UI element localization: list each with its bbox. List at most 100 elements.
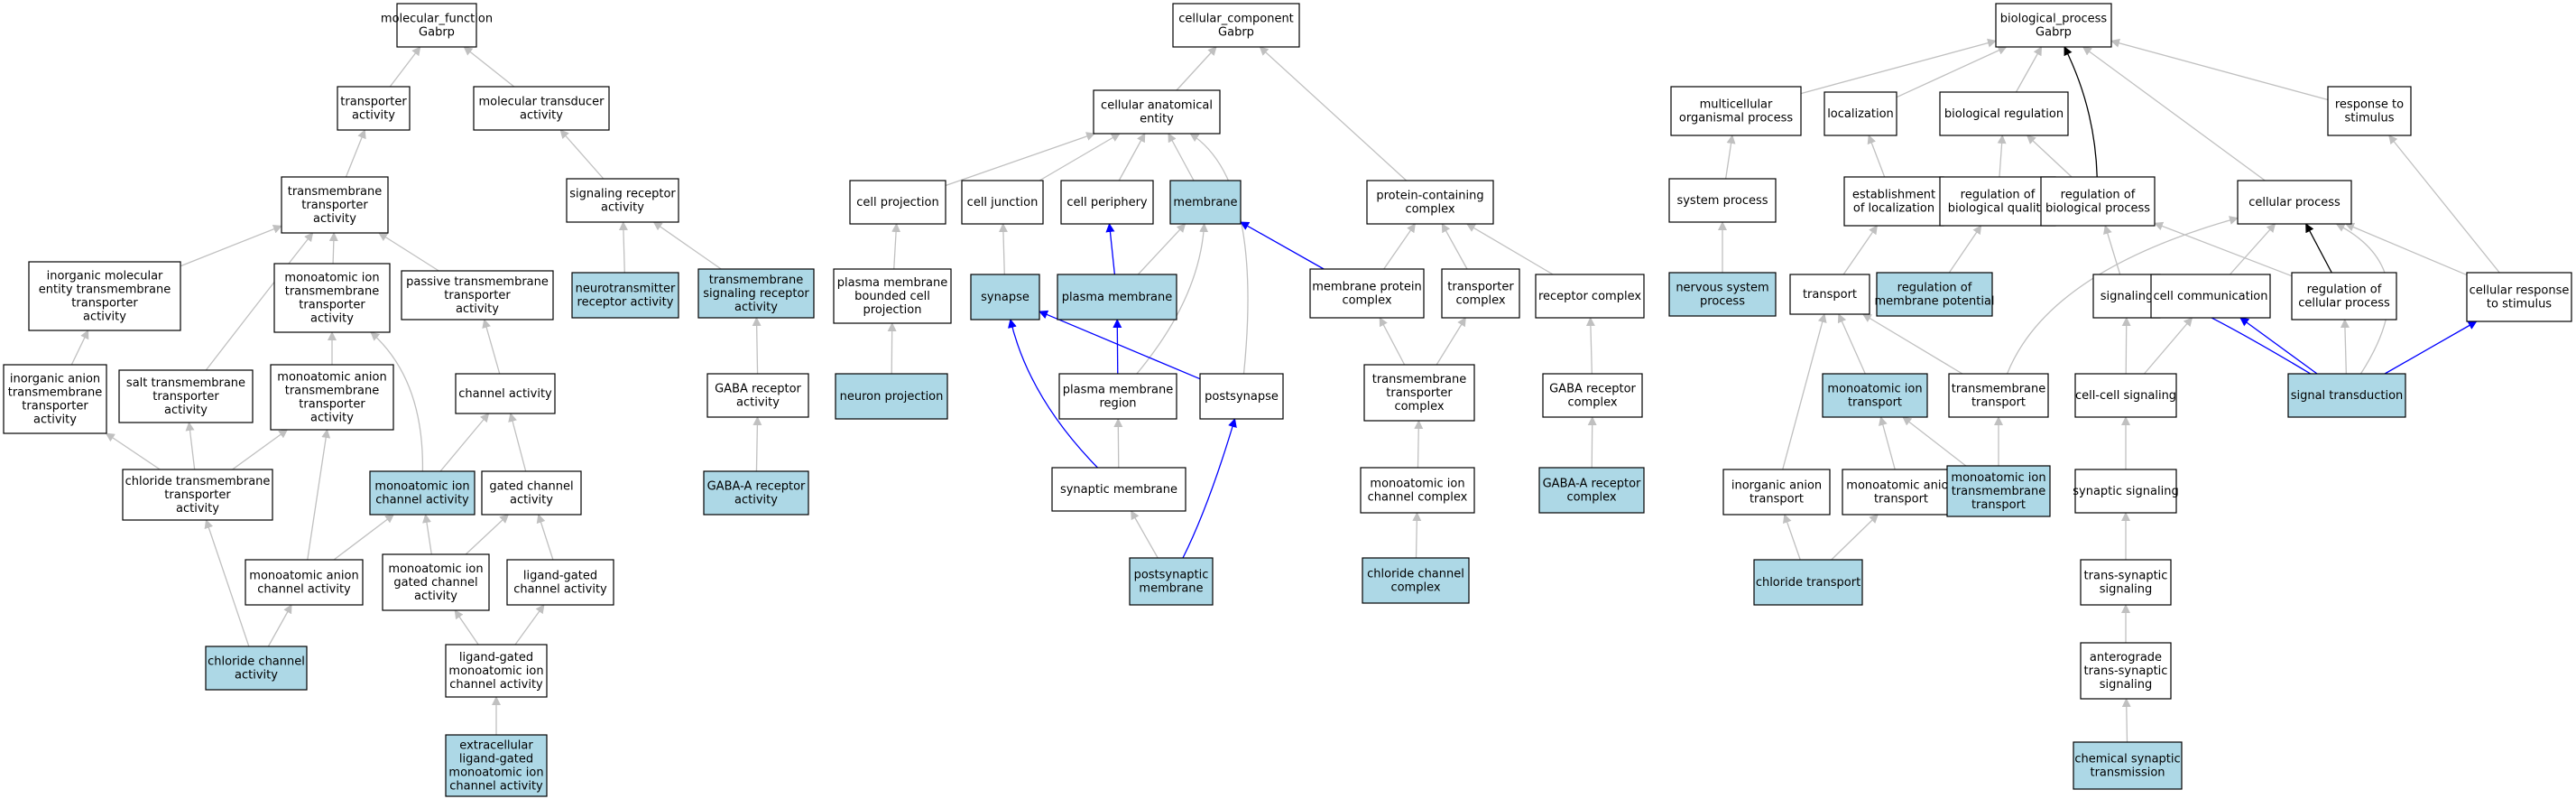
node-label-cc_root: Gabrp (1218, 26, 1254, 40)
edge-transporter_activity-to-mf_root (389, 46, 421, 88)
node-plasma_membrane[interactable]: plasma membrane (1057, 274, 1177, 321)
node-signal_trans[interactable]: signal transduction (2287, 373, 2406, 418)
node-label-monoanion_channel: channel activity (257, 583, 351, 597)
node-signaling[interactable]: signaling (2092, 274, 2161, 319)
edge-monoion_channel-to-channel_activity (439, 413, 490, 472)
node-cellular_process[interactable]: cellular process (2237, 180, 2352, 225)
node-label-cell_resp_stim: to stimulus (2487, 298, 2552, 311)
node-box-transporter_activity (337, 86, 411, 131)
node-neuron_projection[interactable]: neuron projection (835, 373, 948, 420)
node-label-monoion_transport: transport (1848, 396, 1902, 410)
node-chloride_tm[interactable]: chloride transmembranetransporteractivit… (122, 469, 273, 521)
node-label-cell_resp_stim: cellular response (2470, 284, 2570, 298)
node-synaptic_membrane[interactable]: synaptic membrane (1051, 467, 1186, 512)
node-label-nervous_sys: nervous system (1676, 282, 1768, 295)
node-system_process[interactable]: system process (1668, 178, 1777, 223)
node-box-cell_cell_sig (2074, 373, 2177, 418)
node-membrane[interactable]: membrane (1169, 180, 1242, 225)
node-box-monoion_channel (369, 470, 475, 516)
edge-monoion_channel-to-monoion_tm (370, 331, 424, 472)
edge-chloride_tm-to-inorg_anion_tm (105, 432, 161, 470)
node-syn_sig[interactable]: synaptic signaling (2073, 469, 2179, 514)
node-label-tm_transporter: transmembrane (288, 185, 383, 199)
node-box-cell_resp_stim (2466, 272, 2572, 322)
node-cell_projection[interactable]: cell projection (849, 180, 946, 225)
node-label-cell_anat: entity (1140, 113, 1174, 126)
node-cell_junction[interactable]: cell junction (961, 180, 1044, 225)
node-monoanion_tm[interactable]: monoatomic aniontransmembranetransporter… (270, 364, 394, 431)
node-chloride_transport[interactable]: chloride transport (1753, 559, 1863, 606)
node-box-membrane (1169, 180, 1242, 225)
node-receptor_complex[interactable]: receptor complex (1535, 274, 1645, 319)
node-synapse[interactable]: synapse (970, 274, 1040, 321)
node-label-cellular_process: cellular process (2248, 196, 2341, 209)
node-box-localization (1824, 91, 1897, 136)
node-localization[interactable]: localization (1824, 91, 1897, 136)
node-postsynapse[interactable]: postsynapse (1199, 373, 1284, 420)
node-label-resp_stim: response to (2335, 98, 2404, 112)
edge-mem_prot_complex-to-membrane (1240, 221, 1325, 270)
node-channel_activity[interactable]: channel activity (455, 373, 556, 414)
node-cell_periphery[interactable]: cell periphery (1060, 180, 1154, 225)
node-cell_cell_sig[interactable]: cell-cell signaling (2074, 373, 2177, 418)
node-transport[interactable]: transport (1789, 274, 1870, 315)
node-inorg_anion_tm[interactable]: inorganic aniontransmembranetransportera… (3, 364, 107, 434)
node-box-reg_mem_pot (1876, 272, 1993, 317)
edge-cell_cell_sig-to-cell_comm (2144, 317, 2193, 375)
node-cell_comm[interactable]: cell communication (2150, 274, 2271, 319)
node-monoion_tm[interactable]: monoatomic iontransmembranetransporterac… (273, 263, 391, 333)
node-bio_reg[interactable]: biological regulation (1939, 91, 2069, 136)
